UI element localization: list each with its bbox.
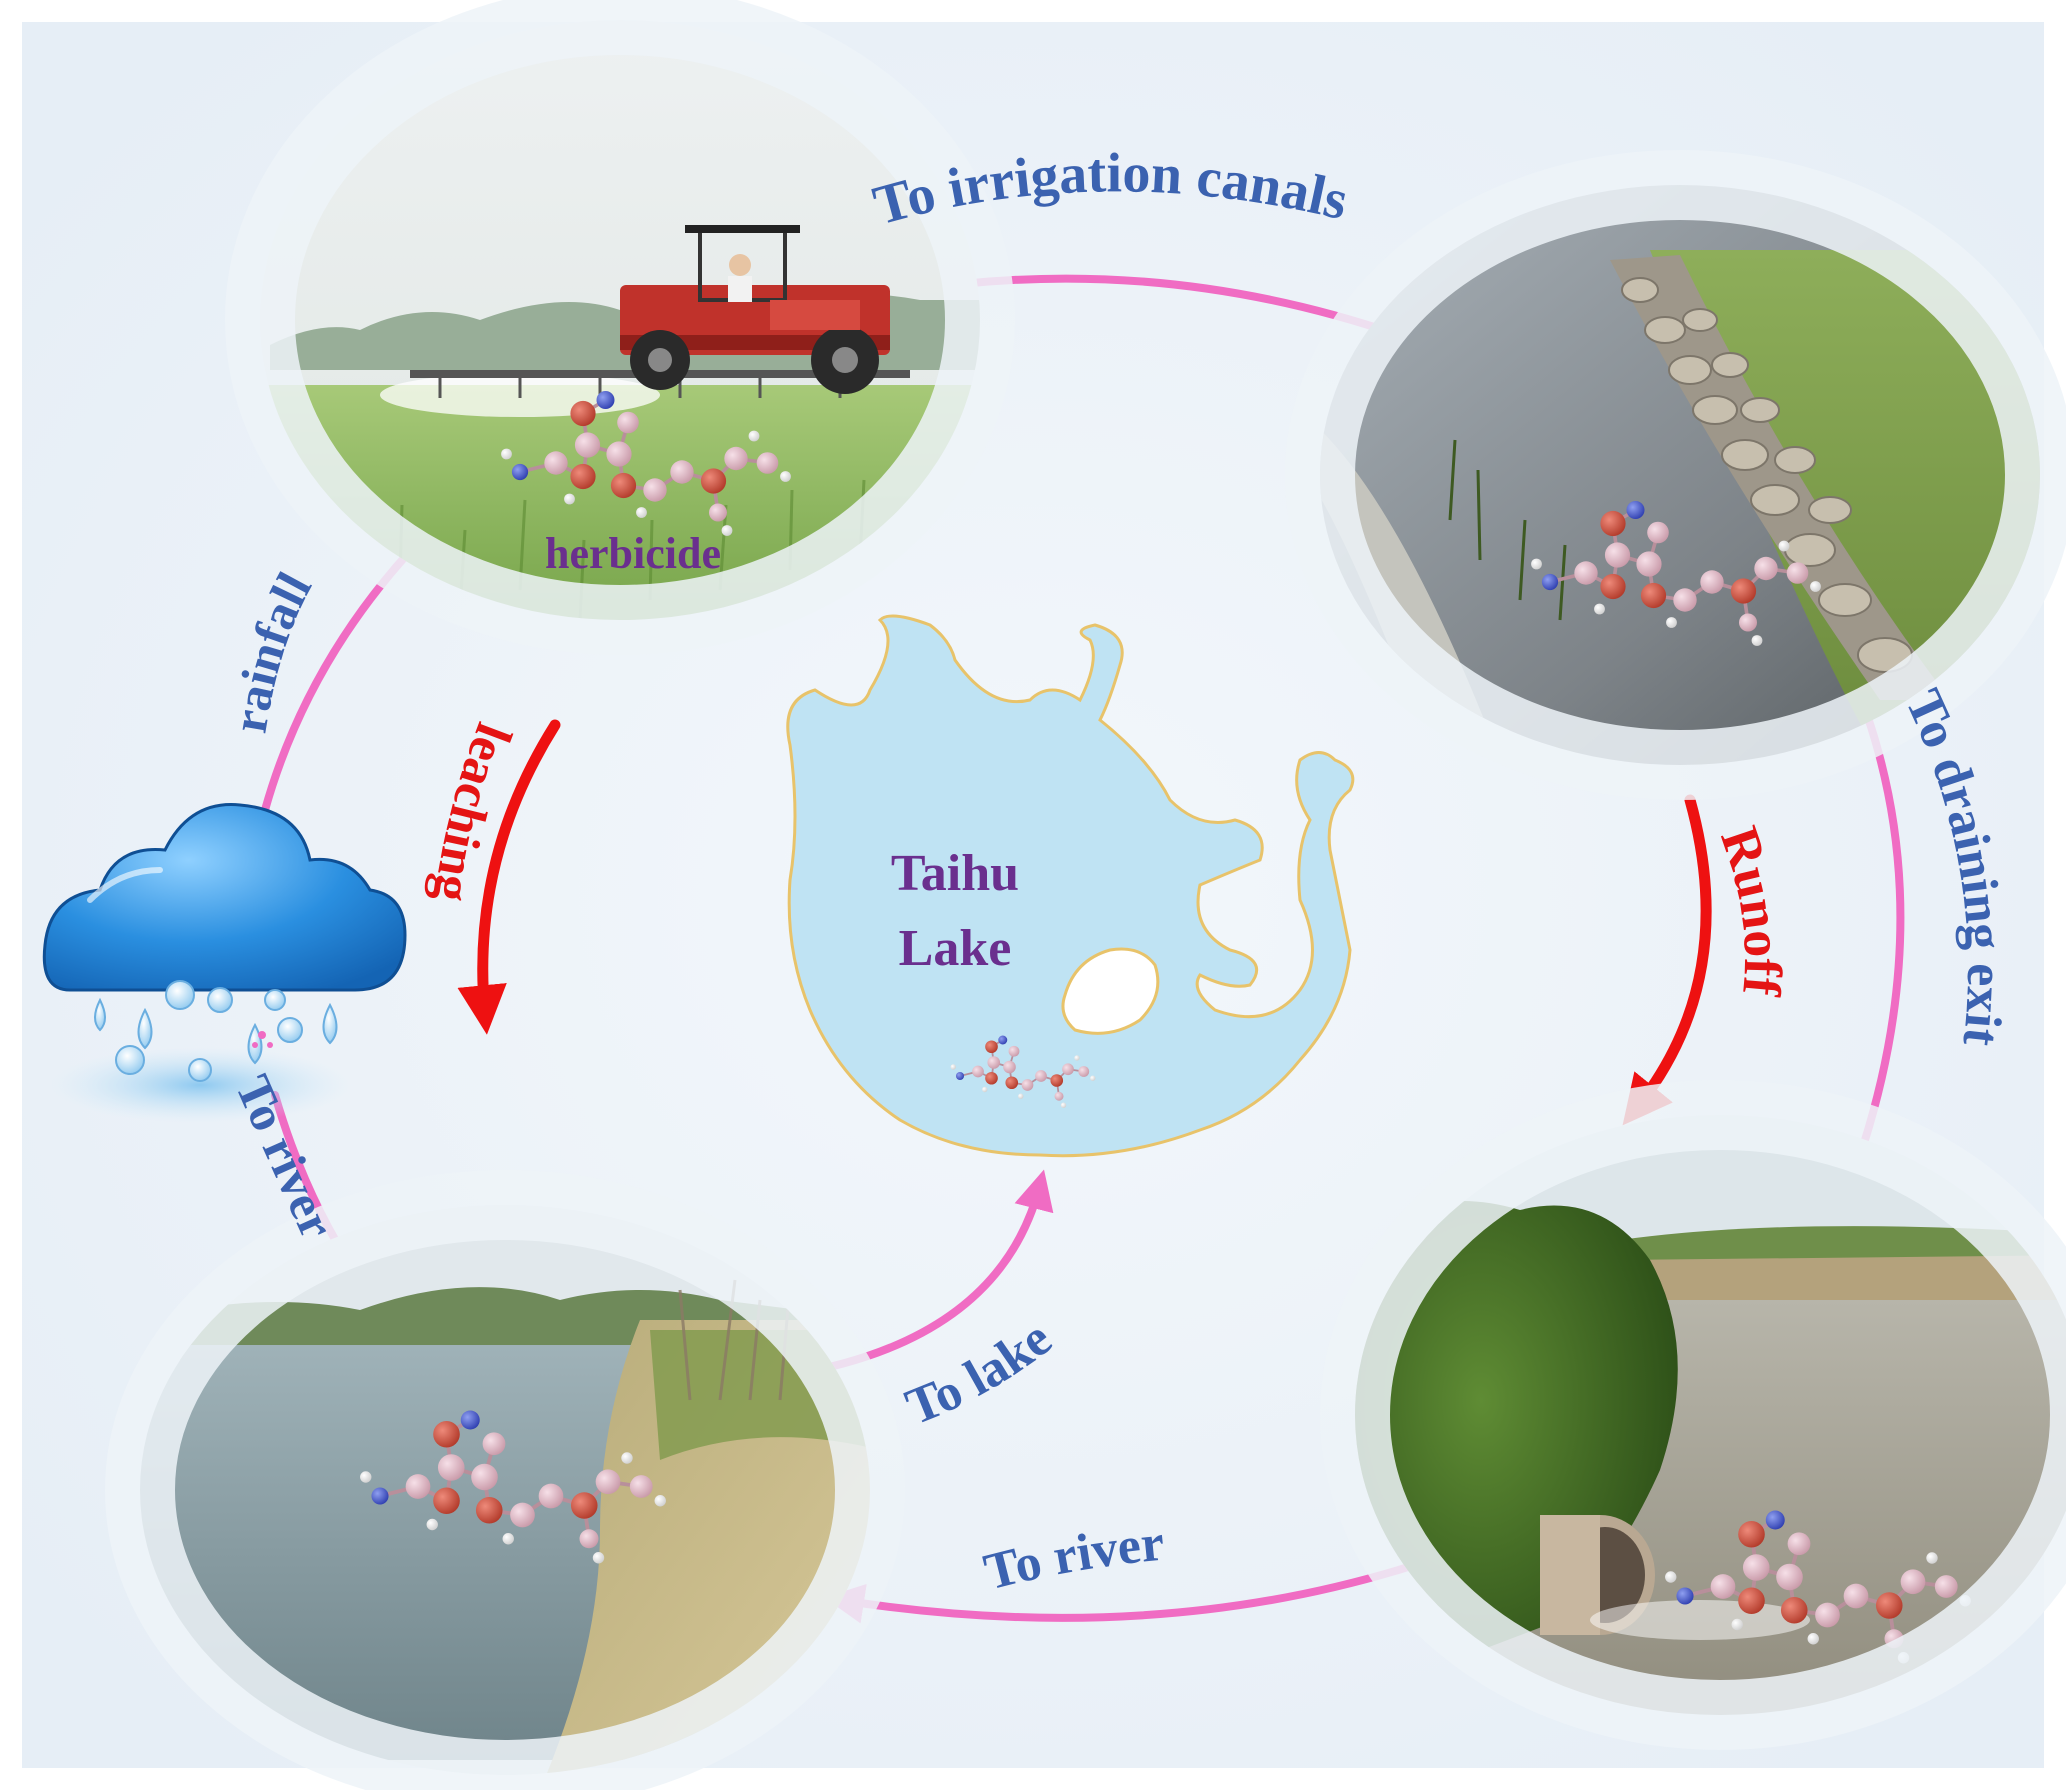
process-arrow-runoff: [1622, 794, 1712, 1126]
rain-cloud-icon: [42, 803, 407, 1123]
river-vignette: [105, 1170, 905, 1790]
tractor-spraying-field-icon: [620, 225, 890, 394]
field-vignette: [225, 0, 1015, 655]
taihu-lake-map: [786, 614, 1355, 1158]
drainage-outlet-icon: [1540, 1515, 1655, 1635]
herbicide-label: herbicide: [545, 529, 721, 578]
lake-name-line1: Taihu: [891, 845, 1019, 902]
lake-name-line2: Lake: [899, 920, 1012, 977]
flow-arrow-to-river-bottom: [824, 1556, 1434, 1624]
outlet-vignette: [1320, 1080, 2066, 1750]
lake-shape: [786, 614, 1355, 1158]
process-arrow-leaching: [457, 719, 561, 1035]
lake-island: [1061, 947, 1160, 1035]
canal-vignette: [1285, 150, 2066, 800]
process-arrows: [457, 719, 1712, 1126]
